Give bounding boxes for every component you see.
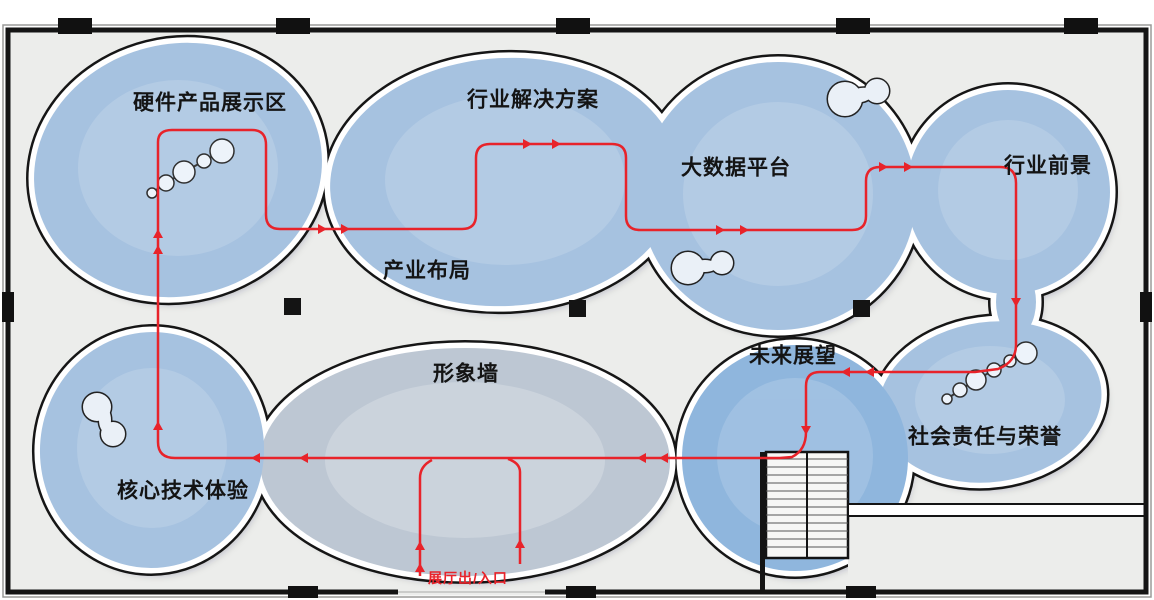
route-entrance-in (418, 458, 433, 576)
zone-label-image-wall: 形象墙 (433, 362, 499, 386)
zone-labels: 硬件产品展示区 行业解决方案 大数据平台 行业前景 产业布局 形象墙 未来展望 … (117, 88, 1092, 587)
zone-label-big-data: 大数据平台 (681, 156, 791, 180)
image-wall-inner-highlight (325, 382, 605, 538)
entrance-label: 展厅出/入口 (428, 570, 508, 586)
visitor-route (153, 128, 1021, 576)
zone-label-industry-layout: 产业布局 (383, 259, 471, 283)
route-main-loop (156, 128, 1018, 460)
walls (2, 18, 1152, 598)
route-entrance-out (507, 457, 522, 564)
column (569, 300, 586, 317)
molecule-decoration-left (146, 138, 235, 199)
bottom-right-room-floor (848, 510, 1146, 590)
wall-pilasters (2, 18, 1152, 598)
interior-wall (847, 503, 1147, 517)
zone-label-hardware-display: 硬件产品展示区 (133, 91, 287, 115)
column (284, 298, 301, 315)
zone-label-core-tech: 核心技术体验 (117, 479, 249, 503)
molecule-decoration-right (941, 341, 1038, 405)
stair-wall (760, 452, 765, 590)
zone-label-responsibility: 社会责任与荣誉 (907, 425, 1062, 449)
zone-label-industry-prospect: 行业前景 (1003, 154, 1092, 178)
staircase (760, 450, 850, 590)
structural-columns (284, 298, 870, 317)
zone-label-industry-solutions: 行业解决方案 (466, 88, 599, 112)
zone-label-future-outlook: 未来展望 (749, 344, 837, 368)
column (853, 300, 870, 317)
